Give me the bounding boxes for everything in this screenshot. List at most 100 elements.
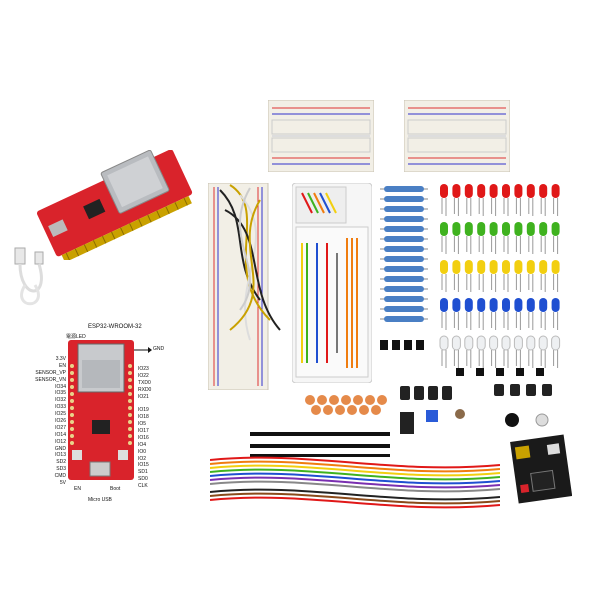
pin-label: EN xyxy=(59,362,66,369)
jumper-wire-icon xyxy=(219,184,281,341)
led-icon xyxy=(464,222,473,254)
led-grid-icon xyxy=(439,184,561,368)
usb-cable-icon xyxy=(14,247,44,306)
pin-label: IO15 xyxy=(138,462,149,469)
components-icon xyxy=(305,340,552,434)
pin-label: IO22 xyxy=(138,372,149,379)
led-icon xyxy=(489,184,498,216)
led-icon xyxy=(440,184,448,216)
led-icon xyxy=(476,335,486,368)
led-icon xyxy=(538,335,548,368)
resistor-icon xyxy=(380,186,428,322)
pin-label: IO26 xyxy=(55,418,66,425)
jumper-wire-icon xyxy=(210,456,500,509)
led-icon xyxy=(477,298,486,330)
power-led-label: 電源LED xyxy=(66,334,86,340)
usb-label: Micro USB xyxy=(88,497,112,503)
led-icon xyxy=(452,222,461,254)
led-icon xyxy=(551,335,561,368)
led-icon xyxy=(451,335,461,368)
led-icon xyxy=(526,222,535,254)
led-icon xyxy=(551,260,560,292)
led-icon xyxy=(452,260,461,292)
led-icon xyxy=(464,260,473,292)
led-icon xyxy=(502,222,510,254)
led-icon xyxy=(501,335,511,368)
pin-label: IO27 xyxy=(55,424,66,431)
breadboard-icon xyxy=(208,183,269,390)
led-icon xyxy=(514,222,523,254)
led-icon xyxy=(539,298,548,330)
led-icon xyxy=(477,184,486,216)
breadboard-icon xyxy=(268,100,374,172)
esp32-board-icon xyxy=(36,150,193,260)
led-icon xyxy=(551,298,560,330)
pin-label: 3.3V xyxy=(55,356,66,362)
pin-label: IO21 xyxy=(138,393,149,400)
pin-label: RXD0 xyxy=(138,386,152,393)
led-icon xyxy=(502,184,510,216)
led-icon xyxy=(464,298,473,330)
led-icon xyxy=(489,260,498,292)
buzzer-icon xyxy=(505,413,519,427)
pin-label: CMD xyxy=(54,473,66,480)
pin-label: 5V xyxy=(59,480,66,487)
pin-label: SD2 xyxy=(56,459,66,466)
pin-label: CLK xyxy=(138,483,148,490)
led-icon xyxy=(489,222,498,254)
led-icon xyxy=(464,335,474,368)
led-icon xyxy=(440,260,448,292)
led-icon xyxy=(539,222,548,254)
gnd-label: GND xyxy=(153,346,165,352)
pin-label: IO16 xyxy=(138,434,149,441)
pin-label: IO5 xyxy=(138,421,147,428)
pin-label: IO35 xyxy=(55,390,66,397)
pin-label: IO2 xyxy=(138,455,147,462)
pin-label: GND xyxy=(54,445,66,452)
led-icon xyxy=(439,335,449,368)
led-icon xyxy=(526,298,535,330)
led-icon xyxy=(502,260,510,292)
pin-label: IO33 xyxy=(55,404,66,411)
pinout-board-icon xyxy=(68,340,134,480)
power-module-icon xyxy=(510,434,572,504)
pin-label: TXD0 xyxy=(138,379,151,386)
pin-label xyxy=(138,400,178,407)
led-icon xyxy=(440,298,448,330)
pin-label: IO34 xyxy=(55,383,66,390)
en-label: EN xyxy=(74,486,81,492)
jumper-wire-box-icon xyxy=(292,183,372,383)
pin-label: IO19 xyxy=(138,407,149,414)
potentiometer-icon xyxy=(426,410,438,422)
led-icon xyxy=(551,222,560,254)
pin-label: IO17 xyxy=(138,428,149,435)
led-icon xyxy=(526,184,535,216)
module-label: ESP32-WROOM-32 xyxy=(88,324,142,330)
breadboard-icon xyxy=(404,100,510,172)
led-icon xyxy=(440,222,448,254)
pin-label: SENSOR_VP xyxy=(35,369,66,376)
led-icon xyxy=(452,298,461,330)
pin-label: IO4 xyxy=(138,441,147,448)
led-icon xyxy=(477,222,486,254)
pin-label: IO23 xyxy=(138,366,149,372)
pin-label: IO18 xyxy=(138,414,149,421)
pin-label: IO32 xyxy=(55,397,66,404)
led-icon xyxy=(514,184,523,216)
led-icon xyxy=(526,335,536,368)
led-icon xyxy=(452,184,461,216)
pin-label: SD1 xyxy=(138,469,148,476)
pin-label: IO13 xyxy=(55,452,66,459)
led-icon xyxy=(489,335,499,368)
pin-label: IO14 xyxy=(55,431,66,438)
pin-label: IO12 xyxy=(55,438,66,445)
led-icon xyxy=(464,184,473,216)
led-icon xyxy=(539,184,548,216)
led-icon xyxy=(502,298,510,330)
led-icon xyxy=(513,335,523,368)
led-icon xyxy=(526,260,535,292)
pin-label: SD3 xyxy=(56,466,66,473)
pin-label: SENSOR_VN xyxy=(35,376,66,383)
